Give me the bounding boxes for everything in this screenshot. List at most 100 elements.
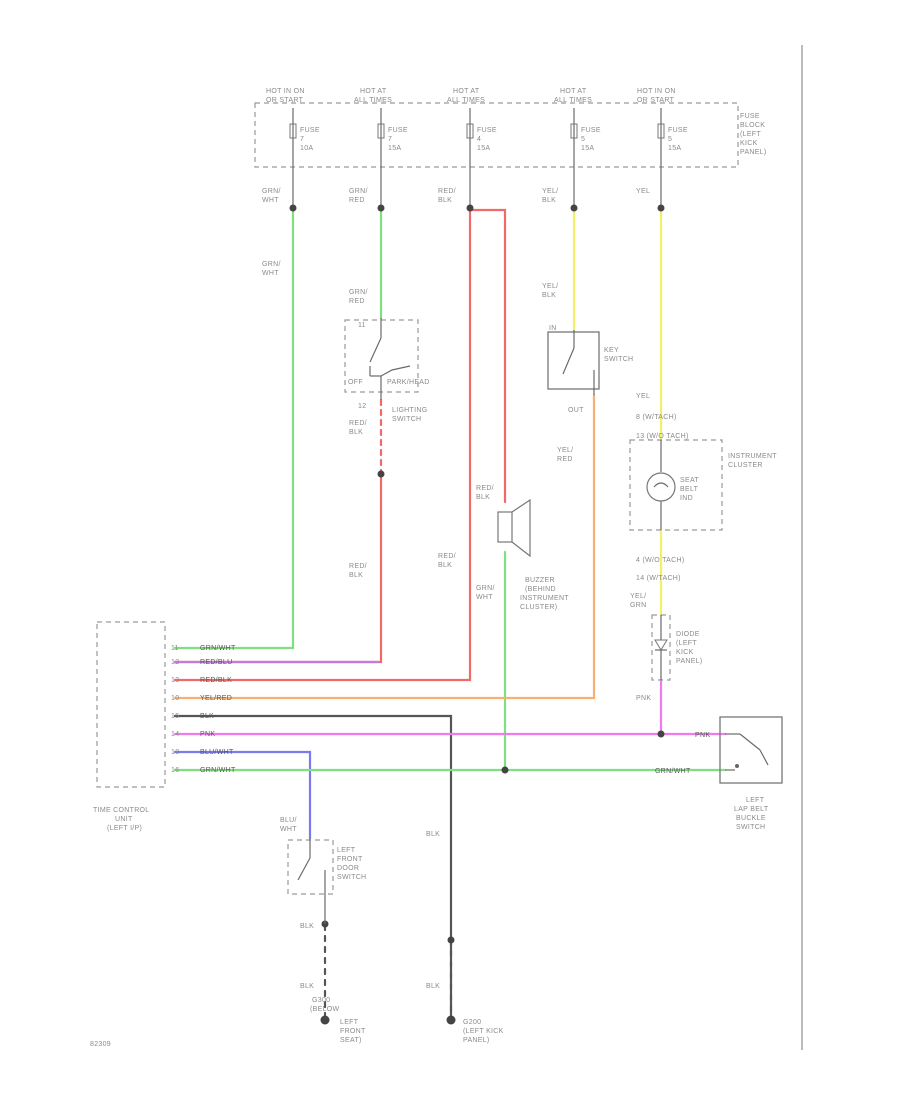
timer-wire-4: YEL/RED	[200, 695, 232, 702]
buckle-contact	[735, 764, 739, 768]
fuse-block: HOT IN ON OR START HOT AT ALL TIMES HOT …	[254, 88, 766, 168]
timer-pin-row-8: 16 GRN/WHT	[171, 767, 236, 774]
cluster-pin-bot-1: 4 (W/O TACH)	[636, 557, 684, 564]
fuse-4-label: FUSE	[581, 127, 601, 134]
key-switch: YEL/ BLK IN KEY SWITCH OUT YEL/ RED	[542, 283, 633, 463]
lighting-switch-on: PARK/HEAD	[387, 379, 430, 386]
buzzer-name-1: BUZZER	[525, 577, 555, 584]
mid-label-pnk: PNK	[636, 695, 651, 702]
key-switch-wire-1: YEL/	[542, 283, 558, 290]
lighting-switch-pin-top: 11	[358, 322, 366, 329]
fuse-source-5: HOT IN ON	[637, 88, 676, 95]
wire-label-1a: GRN/	[262, 188, 281, 195]
fuse-3-amps: 15A	[477, 145, 490, 152]
wire-label-grn-wht-b: WHT	[262, 270, 279, 277]
cluster-pin-bot-2: 14 (W/TACH)	[636, 575, 681, 582]
wire-red-blk-buzzer	[468, 208, 507, 504]
fuse-source-1: HOT IN ON	[266, 88, 305, 95]
splice-8	[657, 730, 665, 738]
splice-2	[377, 204, 385, 212]
fuse-3-label: FUSE	[477, 127, 497, 134]
ground-g200-dot	[446, 1015, 456, 1025]
cluster-pin-top-2: 13 (W/O TACH)	[636, 433, 689, 440]
fuse-source-2: HOT AT	[360, 88, 387, 95]
diode-name-3: KICK	[676, 649, 694, 656]
fuse-1: FUSE 7 10A	[289, 108, 320, 168]
fuse-2-number: 7	[388, 136, 392, 143]
wire-label-grn-red-a: GRN/	[349, 289, 368, 296]
key-switch-pin: IN	[549, 325, 557, 332]
timer-pin-1: 11	[171, 645, 179, 652]
fuse-5-label: FUSE	[668, 127, 688, 134]
fuse-source-4b: ALL TIMES	[554, 97, 592, 104]
wire-yel-red	[173, 393, 596, 700]
timer-wire-2: RED/BLU	[200, 659, 232, 666]
wire-label-3b: BLK	[438, 197, 452, 204]
fuse-block-location-3: (LEFT	[740, 131, 761, 138]
figure-id: 82309	[90, 1041, 111, 1048]
g200-blk-1: BLK	[426, 831, 440, 838]
cluster-pin-top-1: 8 (W/TACH)	[636, 414, 677, 421]
cluster-lamp-3: IND	[680, 495, 693, 502]
splice-7	[501, 766, 509, 774]
g200-name-1: G200	[463, 1019, 481, 1026]
timer-pin-row-2: 12 RED/BLU	[171, 659, 232, 666]
cluster-wire-in: YEL	[636, 393, 650, 400]
fuse-3: FUSE 4 15A	[466, 108, 497, 168]
wire-label-4b: BLK	[542, 197, 556, 204]
wire-label-2b: RED	[349, 197, 365, 204]
door-switch-wire-2: WHT	[280, 826, 297, 833]
timer-pin-8: 16	[171, 767, 179, 774]
timer-wire-3: RED/BLK	[200, 677, 232, 684]
key-switch-name-2: SWITCH	[604, 356, 633, 363]
buzzer: RED/ BLK BUZZER (BEHIND INSTRUMENT CLUST…	[476, 485, 569, 611]
mid-label-grn-wht-a: GRN/	[476, 585, 495, 592]
cluster-name-1: INSTRUMENT	[728, 453, 777, 460]
lighting-switch-pin-bottom: 12	[358, 403, 366, 410]
ground-g300-dot	[320, 1015, 330, 1025]
wire-red-blk-main	[173, 208, 472, 682]
mid-label-red-blk-2a: RED/	[438, 553, 456, 560]
buzzer-horn	[511, 498, 531, 558]
fuse-4-number: 5	[581, 136, 585, 143]
lighting-switch-off: OFF	[348, 379, 363, 386]
timer-pin-row-1: 11 GRN/WHT	[171, 645, 236, 652]
key-switch-name-1: KEY	[604, 347, 619, 354]
splice-5	[657, 204, 665, 212]
timer-pin-3: 13	[171, 677, 179, 684]
g300-name-4: FRONT	[340, 1028, 366, 1035]
fuse-2-label: FUSE	[388, 127, 408, 134]
timer-name-2: UNIT	[115, 816, 133, 823]
timer-wire-5: BLK	[200, 713, 214, 720]
lighting-switch-name-1: LIGHTING	[392, 407, 427, 414]
timer-pin-row-6: 14 PNK	[171, 731, 215, 738]
fuse-3-number: 4	[477, 136, 481, 143]
timer-wire-6: PNK	[200, 731, 215, 738]
buckle-switch: PNK GRN/WHT LEFT LAP BELT BUCKLE SWITCH	[655, 716, 783, 831]
wire-label-5: YEL	[636, 188, 650, 195]
fuse-2: FUSE 7 15A	[377, 108, 408, 168]
g200-name-2: (LEFT KICK	[463, 1028, 504, 1035]
door-switch-name-1: LEFT	[337, 847, 356, 854]
g300-name-5: SEAT)	[340, 1037, 362, 1044]
timer-pin-row-7: 18 BLU/WHT	[171, 749, 234, 756]
wire-label-grn-wht-a: GRN/	[262, 261, 281, 268]
splice-6	[377, 470, 385, 478]
cluster-lamp-1: SEAT	[680, 477, 699, 484]
buckle-wire-grn: GRN/WHT	[655, 768, 691, 775]
mid-label-red-blk-1a: RED/	[349, 563, 367, 570]
fuse-4-amps: 15A	[581, 145, 594, 152]
diode: DIODE (LEFT KICK PANEL)	[651, 614, 703, 681]
mid-label-yel-grn-b: GRN	[630, 602, 646, 609]
door-switch: BLU/ WHT LEFT FRONT DOOR SWITCH BLK BLK …	[280, 817, 366, 1044]
diode-name-1: DIODE	[676, 631, 700, 638]
buckle-name-4: SWITCH	[736, 824, 765, 831]
buzzer-body	[497, 511, 513, 543]
ground-g200: BLK BLK G200 (LEFT KICK PANEL)	[426, 831, 504, 1044]
lighting-switch: 11 OFF PARK/HEAD 12 LIGHTING SWITCH RED/…	[344, 318, 430, 436]
diode-name-4: PANEL)	[676, 658, 703, 665]
timer-pin-row-5: 15 BLK	[171, 713, 214, 720]
key-switch-out-wire-2: RED	[557, 456, 573, 463]
fuse-block-location-2: BLOCK	[740, 122, 765, 129]
